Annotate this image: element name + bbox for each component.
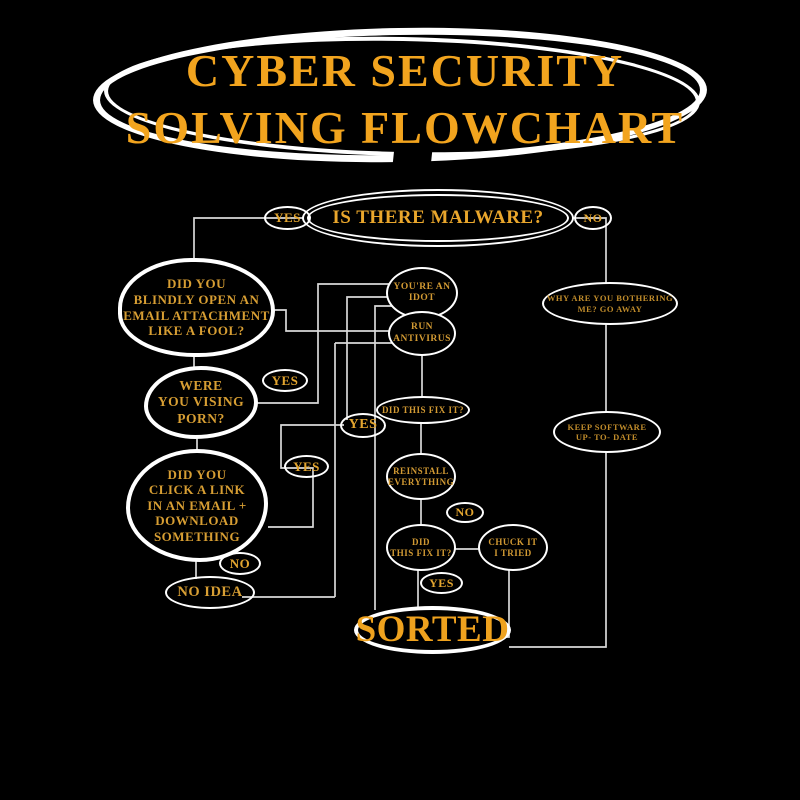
- node-label-line: EVERYTHING: [387, 476, 455, 487]
- node-label-line: IN AN EMAIL +: [147, 497, 247, 513]
- node-label-line: IS THERE MALWARE?: [332, 206, 544, 228]
- node-label-line: ME? GO AWAY: [577, 303, 643, 314]
- title-line1: CYBER SECURITY: [185, 45, 625, 96]
- node-label-line: RUN: [410, 322, 434, 333]
- node-label-line: CHUCK IT: [488, 536, 538, 547]
- node-label-line: YES: [271, 372, 299, 388]
- node-label-line: THIS FIX IT?: [390, 547, 452, 558]
- node-label-line: CLICK A LINK: [148, 482, 246, 498]
- node-label-line: KEEP SOFTWARE: [567, 421, 647, 432]
- node-label-line: DID: [411, 536, 430, 547]
- node-did-this-fix-it-1: DID THIS FIX IT?: [376, 396, 470, 424]
- node-no-click: NO: [219, 552, 261, 575]
- node-label-line: IDOT: [408, 293, 436, 303]
- node-label-line: WHY ARE YOU BOTHERING: [546, 293, 674, 304]
- node-label-line: UP- TO- DATE: [575, 432, 639, 442]
- node-label-line: YOU'RE AN: [393, 281, 451, 292]
- node-yes-fix: YES: [340, 413, 386, 438]
- node-sorted: SORTED: [354, 606, 511, 654]
- edge-vising-yes-to-idot: [239, 283, 389, 404]
- node-no-malware: NO: [574, 206, 612, 230]
- node-label-line: YOU VISING: [157, 394, 245, 410]
- node-label-line: PORN?: [177, 410, 225, 426]
- node-label-line: DOWNLOAD: [155, 513, 239, 529]
- node-yes-click: YES: [284, 455, 329, 478]
- node-label-line: SORTED: [355, 608, 510, 650]
- node-label-line: DID THIS FIX IT?: [381, 404, 465, 415]
- node-label-line: YES: [429, 575, 454, 590]
- node-no-idea: NO IDEA: [165, 576, 255, 609]
- node-label-line: YES: [293, 458, 320, 474]
- node-no-reinstall: NO: [446, 502, 484, 523]
- node-label-line: YES: [274, 210, 301, 226]
- node-yes-vising: YES: [262, 369, 308, 392]
- node-label-line: I TRIED: [494, 547, 532, 558]
- node-label-line: WERE: [179, 378, 223, 394]
- node-label-line: SOMETHING: [153, 528, 241, 544]
- node-label-line: BLINDLY OPEN AN: [133, 291, 260, 307]
- node-yes-sorted: YES: [420, 572, 463, 594]
- node-label-line: NO IDEA: [177, 583, 243, 600]
- node-yes-malware: YES: [264, 206, 311, 230]
- node-label-line: NO: [455, 505, 475, 520]
- node-label-line: ANTIVIRUS: [393, 333, 451, 344]
- title-line2: SOLVING FLOWCHART: [125, 102, 685, 153]
- node-label-line: NO: [583, 210, 603, 225]
- node-label-line: YES: [348, 417, 378, 433]
- node-label-line: EMAIL ATTACHMENT: [123, 307, 270, 323]
- page-title: CYBER SECURITY SOLVING FLOWCHART: [100, 42, 710, 156]
- edge-idot-to-yes-fix: [346, 296, 390, 420]
- node-label-line: DID YOU: [167, 276, 226, 292]
- node-is-there-malware: IS THERE MALWARE?: [302, 189, 574, 247]
- node-label-line: NO: [229, 555, 251, 571]
- node-label-line: DID YOU: [167, 466, 227, 482]
- edge-idot-down-to-sorted: [374, 305, 394, 610]
- node-label-line: LIKE A FOOL?: [148, 323, 245, 339]
- node-label-line: REINSTALL: [393, 465, 449, 476]
